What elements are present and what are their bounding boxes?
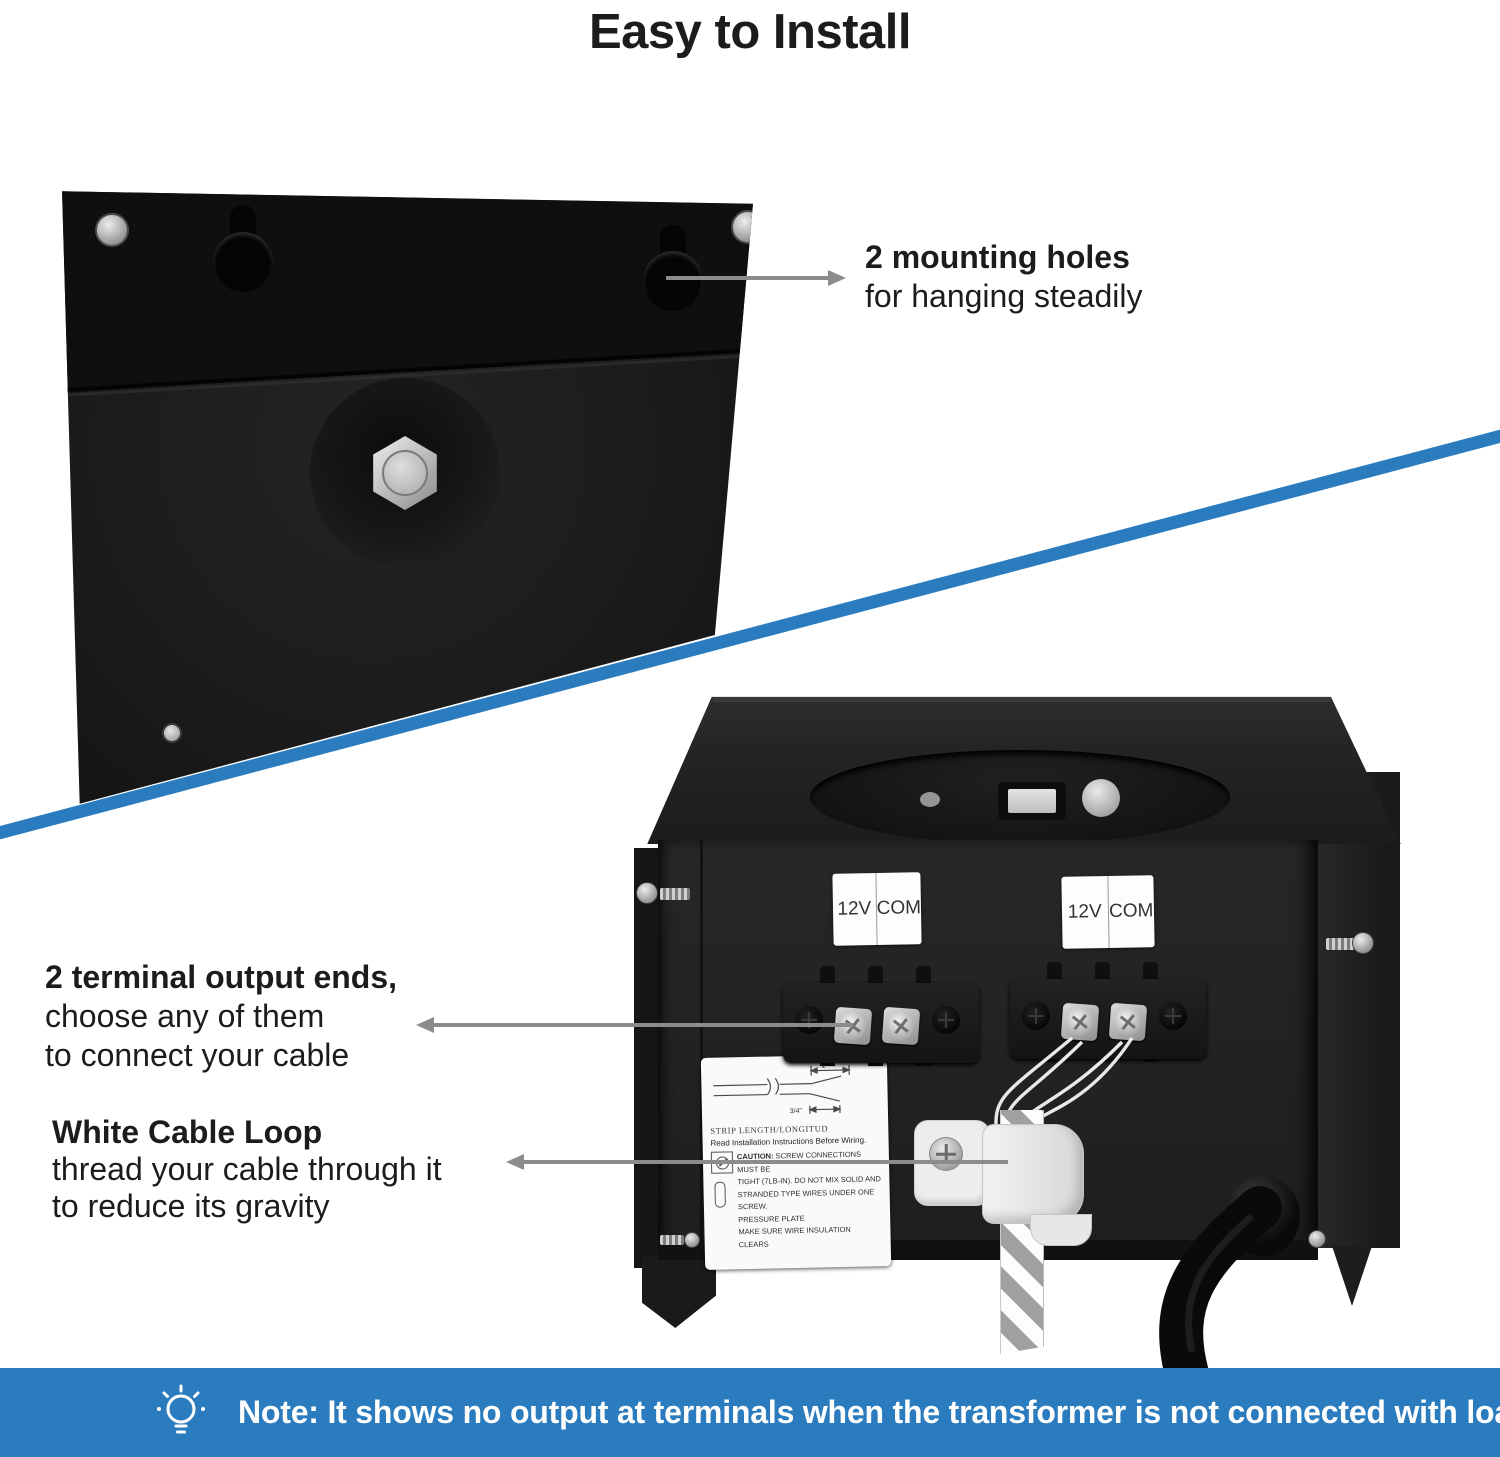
callout-mounting-holes: 2 mounting holes for hanging steadily [865, 238, 1143, 316]
terminal-label-right: 12V COM [1061, 875, 1155, 949]
cable-loop-screw [929, 1137, 963, 1171]
control-button [1082, 779, 1120, 817]
arrow-left-icon [506, 1154, 1008, 1170]
caution-line5: MAKE SURE WIRE INSULATION CLEARS [738, 1224, 851, 1249]
callout-terminal-heading: 2 terminal output ends, [45, 959, 398, 995]
power-indicator-dot [920, 792, 940, 807]
strip-length-title: STRIP LENGTH/LONGITUD [710, 1123, 829, 1136]
callout-loop-line1: thread your cable through it [52, 1151, 442, 1187]
corner-bolt-right [731, 210, 753, 244]
callout-loop-heading: White Cable Loop [52, 1114, 323, 1150]
mounting-hole-right [643, 251, 703, 311]
transformer-left-sidewall [634, 848, 660, 1268]
mount-screw [795, 1006, 823, 1034]
callout-cable-loop: White Cable Loop thread your cable throu… [52, 1114, 442, 1225]
terminal-label-right-com: COM [1106, 875, 1155, 949]
pressure-plate-icon [714, 1181, 726, 1208]
mount-screw [932, 1006, 960, 1034]
bottom-screw-right [1308, 1230, 1326, 1248]
terminal-label-left-com: COM [875, 872, 922, 946]
side-screw-right-thread [1326, 938, 1356, 950]
terminal-screw-12v [1066, 1008, 1094, 1036]
lid-top-edge [713, 697, 1331, 702]
callout-mounting-line1: for hanging steadily [865, 278, 1143, 314]
page-title: Easy to Install [588, 5, 912, 59]
strip-dim-top: 2" [822, 1063, 829, 1070]
callout-terminal-outputs: 2 terminal output ends, choose any of th… [45, 958, 397, 1075]
caution-line3: STRANDED TYPE WIRES UNDER ONE SCREW. [737, 1186, 875, 1212]
terminal-label-left-12v: 12V [837, 898, 872, 920]
side-screw-right-dome [1352, 932, 1374, 954]
display-window [1008, 789, 1056, 813]
mounting-hole-left [213, 232, 273, 292]
lightbulb-icon [157, 1384, 205, 1433]
bottom-screw-left [684, 1232, 700, 1248]
terminal-label-right-12v: 12V [1067, 901, 1102, 923]
side-screw-left-dome [636, 882, 658, 904]
arrow-right-icon [666, 270, 846, 286]
corner-bolt-left [95, 213, 129, 247]
callout-terminal-line1: choose any of them [45, 998, 325, 1034]
bottom-screw-left-thread [660, 1235, 684, 1245]
body-panel-seam [700, 840, 703, 1258]
terminal-label-left: 12V COM [832, 872, 922, 946]
caution-label: 2" 3/4" STRIP LENGTH/LONGITUD Read Insta… [700, 1054, 892, 1270]
terminal-screw-com [887, 1012, 915, 1040]
center-hex-bolt [373, 436, 437, 510]
callout-loop-line2: to reduce its gravity [52, 1188, 330, 1224]
cable-loop-lip [1030, 1214, 1092, 1246]
center-hex-bolt-head [382, 450, 428, 496]
mount-screw [1022, 1002, 1050, 1030]
wire-strip-diagram: 2" 3/4" [713, 1063, 851, 1115]
plate-rivet [162, 723, 182, 743]
arrow-left-icon [416, 1017, 853, 1033]
note-text: Note: It shows no output at terminals wh… [238, 1394, 1500, 1430]
terminal-screw-com [1114, 1008, 1142, 1036]
mount-screw [1159, 1002, 1187, 1030]
transformer-right-flange-tip [1332, 1246, 1372, 1306]
callout-mounting-heading: 2 mounting holes [865, 239, 1130, 275]
side-screw-left-thread [660, 888, 690, 900]
cable-grommet [1226, 1176, 1300, 1256]
mounting-plate-photo [62, 191, 753, 804]
transformer-right-flange [1318, 772, 1400, 1248]
strip-dim-bottom: 3/4" [790, 1108, 803, 1115]
note-banner: Note: It shows no output at terminals wh… [0, 1368, 1500, 1457]
callout-terminal-line2: to connect your cable [45, 1037, 350, 1073]
